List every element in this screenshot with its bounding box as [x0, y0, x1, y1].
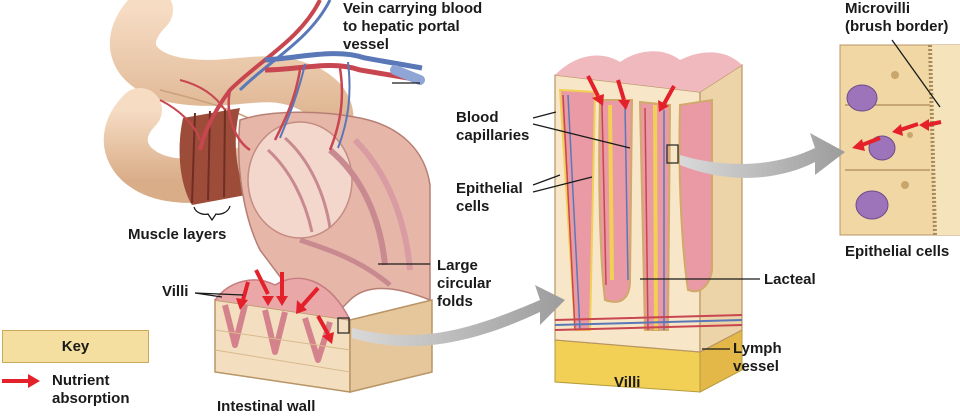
nutrient-arrows — [236, 75, 942, 344]
key-title: Key — [61, 338, 90, 355]
epithelial-cell-inset — [839, 44, 960, 236]
villi-caption: Villi — [614, 374, 641, 391]
leader-lines — [193, 39, 941, 350]
epithelial-cells-mid-label: Epithelial cells — [456, 180, 523, 215]
muscle-layers-label: Muscle layers — [128, 226, 227, 243]
nutrient-absorption-label: Nutrient absorption — [52, 372, 130, 407]
villi-block — [554, 51, 743, 393]
lacteal-label: Lacteal — [764, 271, 816, 288]
lymph-vessel-label: Lymph vessel — [733, 340, 782, 375]
blood-vessels-top — [159, 0, 425, 152]
key-arrow-icon — [2, 374, 40, 388]
blood-capillaries-label: Blood capillaries — [456, 109, 530, 144]
zoom-arrows — [352, 133, 845, 347]
key-box: Key — [2, 330, 149, 363]
epithelial-cells-right-label: Epithelial cells — [845, 243, 950, 260]
intestine-cross-section — [237, 111, 431, 332]
microvilli-label: Microvilli (brush border) — [845, 0, 949, 35]
villi-left-label: Villi — [162, 283, 189, 300]
vein-label: Vein carrying blood to hepatic portal ve… — [343, 0, 483, 53]
large-circular-folds-label: Large circular folds — [437, 257, 492, 310]
intestinal-wall-caption: Intestinal wall — [217, 398, 316, 415]
